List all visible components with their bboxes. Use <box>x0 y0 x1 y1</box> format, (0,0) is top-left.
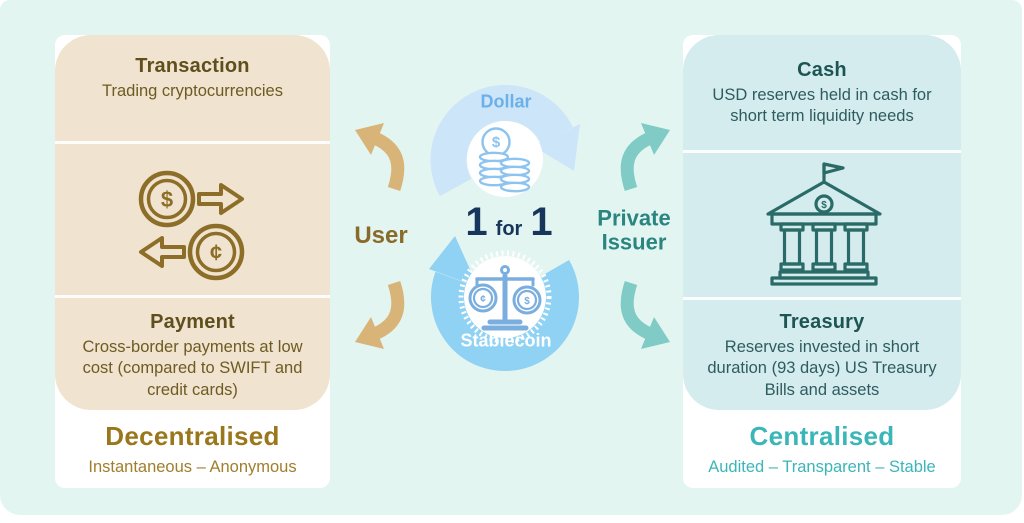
cash-section: Cash USD reserves held in cash for short… <box>683 35 961 150</box>
payment-section: Payment Cross-border payments at low cos… <box>55 295 330 410</box>
dollar-flow-label: Dollar <box>480 91 532 112</box>
treasury-section: Treasury Reserves invested in short dura… <box>683 297 961 410</box>
issuer-receive-arrow <box>620 123 670 192</box>
dollar-flow-arc <box>430 84 580 197</box>
centralised-traits: Audited – Transparent – Stable <box>708 458 936 476</box>
decentralised-footer: Decentralised Instantaneous – Anonymous <box>55 410 330 488</box>
user-receive-arrow <box>355 280 405 349</box>
stablecoin-flow-label: Stablecoin <box>460 330 552 351</box>
scale-dollar-symbol: $ <box>524 296 530 307</box>
issuer-reserves-panel: Cash USD reserves held in cash for short… <box>683 35 961 410</box>
treasury-body: Reserves invested in short duration (93 … <box>707 338 937 399</box>
user-benefits-panel: Transaction Trading cryptocurrencies $ ¢ <box>55 35 330 410</box>
issuer-send-arrow <box>620 280 670 349</box>
transaction-body: Trading cryptocurrencies <box>102 82 283 100</box>
ratio-left-value: 1 <box>465 200 488 244</box>
stablecoin-scale-icon: ¢ $ <box>458 250 552 344</box>
ratio-right-value: 1 <box>530 200 553 244</box>
dollar-coins-icon: $ <box>467 121 543 197</box>
transaction-section: Transaction Trading cryptocurrencies <box>55 35 330 141</box>
user-actor-label: User <box>354 222 408 249</box>
centralised-footer: Centralised Audited – Transparent – Stab… <box>683 410 961 488</box>
decentralised-traits: Instantaneous – Anonymous <box>88 458 297 476</box>
centralised-label: Centralised <box>749 421 895 451</box>
bank-dollar-symbol: $ <box>821 200 827 211</box>
private-issuer-actor-label: Private Issuer <box>597 205 671 254</box>
exchange-icon-section: $ ¢ <box>55 141 330 295</box>
one-for-one-ratio: 1 for 1 <box>465 202 552 242</box>
payment-body: Cross-border payments at low cost (compa… <box>82 338 303 399</box>
ratio-connector: for <box>495 218 523 240</box>
centralised-card: Cash USD reserves held in cash for short… <box>683 35 961 488</box>
bank-building-icon: $ <box>766 162 882 286</box>
scale-crypto-symbol: ¢ <box>480 294 486 305</box>
currency-exchange-icon: $ ¢ <box>138 170 245 281</box>
decentralised-card: Transaction Trading cryptocurrencies $ ¢ <box>55 35 330 488</box>
decentralised-label: Decentralised <box>105 421 280 451</box>
dollar-symbol: $ <box>161 187 173 212</box>
transaction-title: Transaction <box>135 55 250 77</box>
crypto-symbol: ¢ <box>210 240 222 265</box>
coin-dollar-symbol: $ <box>492 134 501 151</box>
treasury-title: Treasury <box>779 311 865 333</box>
payment-title: Payment <box>150 311 235 333</box>
dollar-flow-arrowhead <box>533 124 580 171</box>
bank-icon-section: $ <box>683 150 961 297</box>
cash-body: USD reserves held in cash for short term… <box>712 86 932 126</box>
cash-title: Cash <box>797 59 847 81</box>
user-send-arrow <box>355 123 405 192</box>
